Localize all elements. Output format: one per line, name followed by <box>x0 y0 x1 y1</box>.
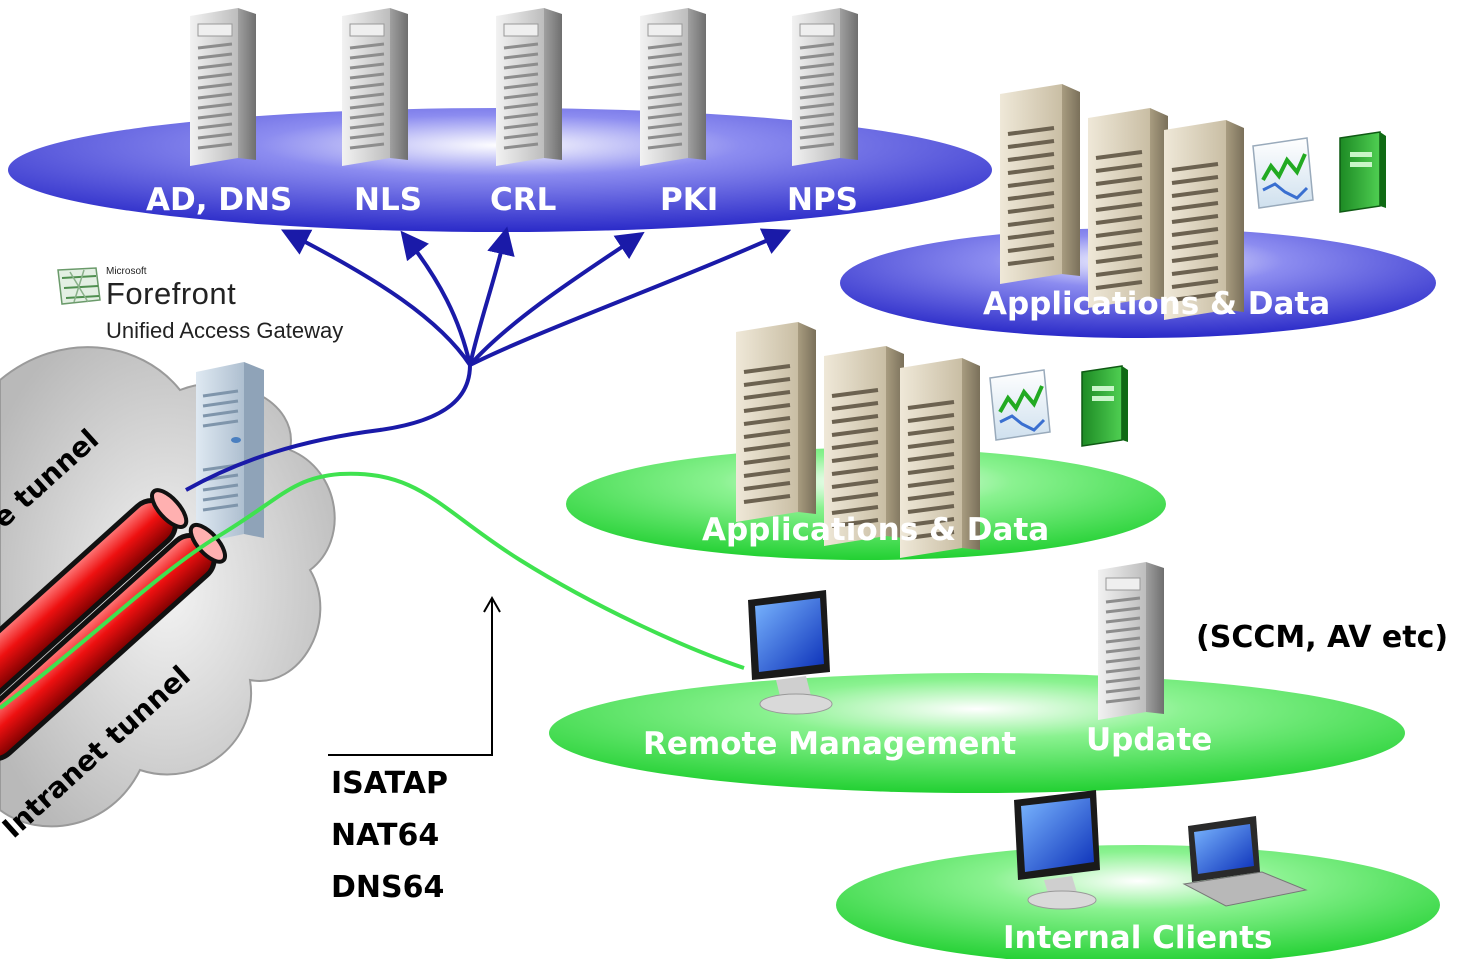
crl-label: CRL <box>490 182 557 218</box>
chart-document-icon <box>988 368 1052 442</box>
arrow-to-nps <box>469 228 792 367</box>
remote-management-monitor-icon <box>748 590 833 715</box>
isatap-label: ISATAP <box>331 766 448 801</box>
nls-server-icon <box>340 6 410 168</box>
arrow-to-crl <box>468 226 515 366</box>
update-server-icon <box>1096 560 1166 722</box>
internal-clients-label: Internal Clients <box>1003 920 1273 956</box>
nls-label: NLS <box>354 182 423 218</box>
brand-subtitle-label: Unified Access Gateway <box>106 318 344 343</box>
remote-management-label: Remote Management <box>643 726 1017 762</box>
arrow-to-ad-dns <box>281 229 472 367</box>
arrow-to-pki <box>468 231 645 367</box>
pki-label: PKI <box>660 182 719 218</box>
apps-data-blue-label: Applications & Data <box>983 286 1331 322</box>
crl-server-icon <box>494 6 564 168</box>
notebook-icon <box>1081 365 1129 447</box>
app-server-icon <box>1086 106 1170 310</box>
update-label: Update <box>1086 722 1213 758</box>
laptop-client-icon <box>1182 816 1308 907</box>
nps-server-icon <box>790 6 860 168</box>
app-server-icon <box>998 82 1082 286</box>
desktop-client-icon <box>1014 790 1100 910</box>
forefront-logo-icon <box>57 267 101 305</box>
dns64-label: DNS64 <box>331 870 445 905</box>
arrow-to-nls <box>400 230 472 366</box>
intranet-connection-line <box>0 471 745 710</box>
internal-clients-platform <box>836 845 1440 959</box>
notebook-icon <box>1339 131 1387 213</box>
ad-dns-server-icon <box>188 6 258 168</box>
pki-server-icon <box>638 6 708 168</box>
app-server-icon <box>734 320 818 524</box>
infrastructure-tunnel <box>0 488 189 707</box>
chart-document-icon <box>1251 136 1315 210</box>
update-note-label: (SCCM, AV etc) <box>1196 620 1449 655</box>
apps-data-green-label: Applications & Data <box>702 512 1050 548</box>
brand-vendor-label: Microsoft <box>106 266 147 277</box>
infrastructure-connection-line <box>185 364 472 492</box>
brand-product-label: Forefront <box>106 276 237 311</box>
nat64-label: NAT64 <box>331 818 440 853</box>
nps-label: NPS <box>787 182 858 218</box>
uag-gateway-server-icon <box>196 362 264 544</box>
ad-dns-label: AD, DNS <box>146 182 293 218</box>
transition-pointer-arrow <box>328 600 493 756</box>
